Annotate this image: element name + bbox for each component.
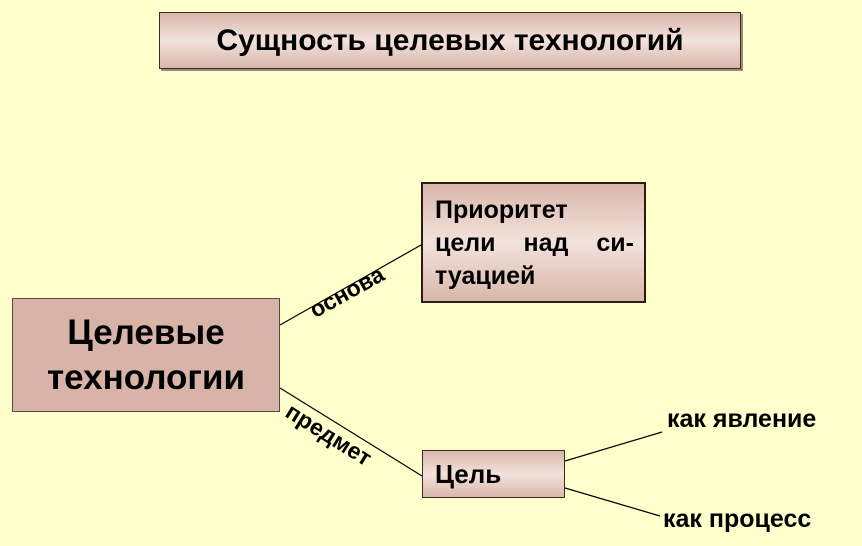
priority-node-line1: Приоритет [435,196,568,224]
main-node-box: Целевые технологии [12,298,280,412]
priority-node-word-si: си- [596,229,634,257]
goal-node-label: Цель [435,458,502,489]
main-node-line2: технологии [46,358,246,397]
branch-label-phenomenon: как явление [667,405,817,433]
priority-node-word-goal: цели [435,229,496,257]
branch-label-process: как процесс [663,505,812,533]
page-title: Сущность целевых технологий [216,23,684,57]
priority-node-box: Приоритет цели над си- туацией [421,182,646,303]
connector-goal-to-process [564,487,661,517]
priority-node-line2: цели над си- [435,227,634,260]
goal-node-box: Цель [422,450,565,498]
connector-main-to-goal [279,387,423,477]
connector-main-to-priority [279,244,422,326]
title-box: Сущность целевых технологий [159,12,741,69]
priority-node-line3: туацией [435,262,536,290]
connector-goal-to-phenomenon [564,431,663,462]
priority-node-word-over: над [523,229,569,257]
main-node-line1: Целевые [67,313,225,352]
